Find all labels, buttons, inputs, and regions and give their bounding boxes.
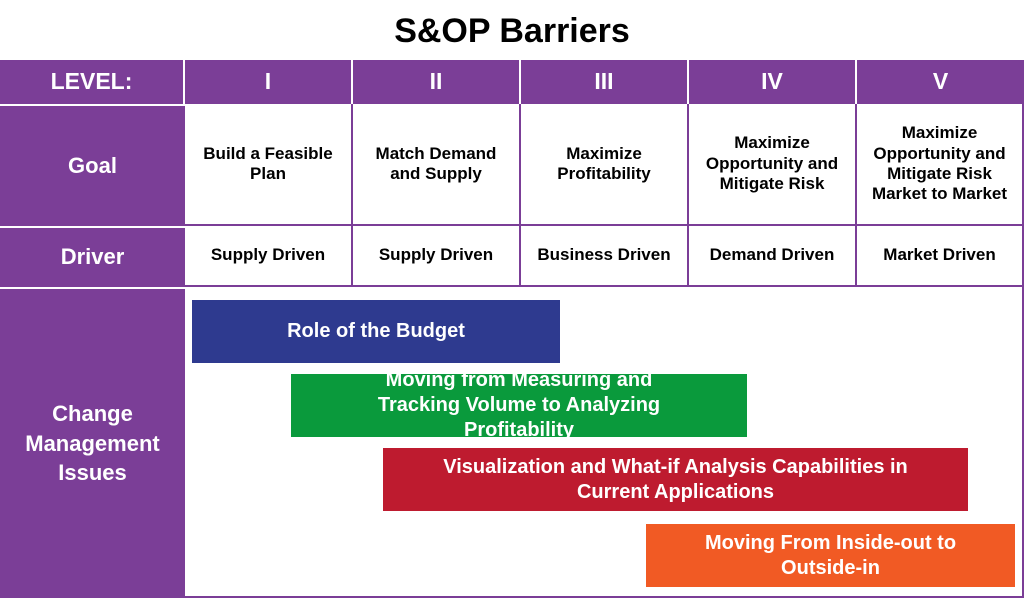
goal-cell-1: Build a Feasible Plan [185,104,353,226]
level-header-label: LEVEL: [0,60,185,104]
goal-cell-5: Maximize Opportunity and Mitigate Risk M… [857,104,1024,226]
level-header-4: IV [689,60,857,104]
issue-bar-visualization: Visualization and What-if Analysis Capab… [383,448,968,511]
driver-cell-3: Business Driven [521,226,689,287]
level-header-3: III [521,60,689,104]
barriers-table: LEVEL: I II III IV V Goal Driver Change … [0,60,1024,598]
issue-bar-outside-in: Moving From Inside-out to Outside-in [646,524,1015,587]
driver-cell-5: Market Driven [857,226,1024,287]
goal-cell-4: Maximize Opportunity and Mitigate Risk [689,104,857,226]
driver-cell-1: Supply Driven [185,226,353,287]
level-header-5: V [857,60,1024,104]
change-row-label: Change Management Issues [0,287,185,598]
level-header-2: II [353,60,521,104]
goal-cell-2: Match Demand and Supply [353,104,521,226]
driver-cell-4: Demand Driven [689,226,857,287]
driver-cell-2: Supply Driven [353,226,521,287]
issue-bar-profitability: Moving from Measuring and Tracking Volum… [291,369,747,441]
driver-row-label: Driver [0,226,185,287]
level-header-1: I [185,60,353,104]
issue-bar-budget: Role of the Budget [192,300,560,363]
change-issues-area [184,287,1024,598]
goal-cell-3: Maximize Profitability [521,104,689,226]
goal-row-label: Goal [0,104,185,226]
page-title: S&OP Barriers [394,12,630,50]
